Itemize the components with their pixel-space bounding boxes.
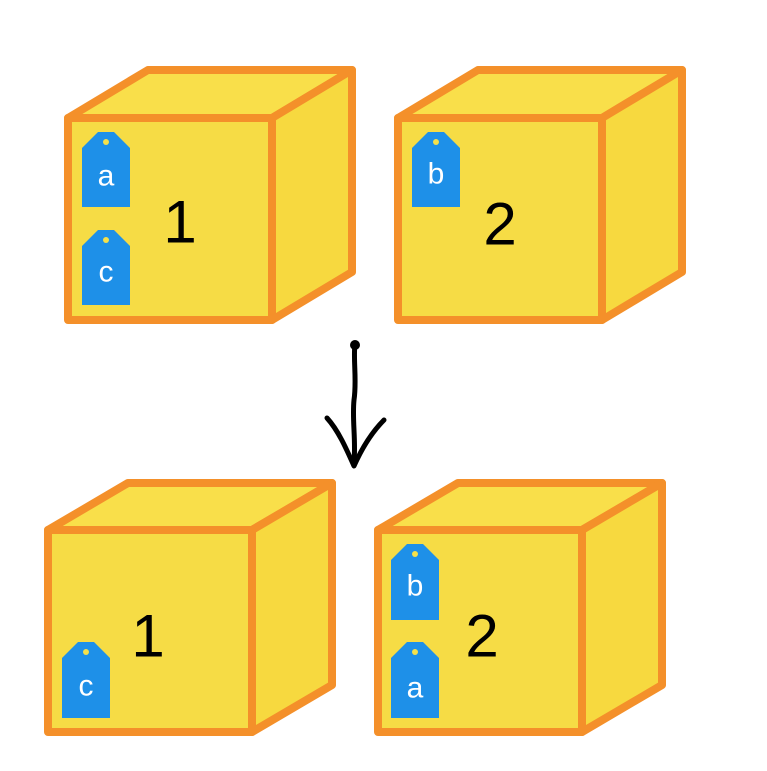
tag-after-2-a: a	[391, 642, 439, 718]
tag-shape	[82, 230, 130, 305]
box-number: 1	[163, 189, 196, 256]
box-after-1: 1 c	[44, 479, 336, 736]
box-before-1: 1 a c	[64, 66, 356, 324]
tag-label: a	[407, 672, 424, 705]
tag-label: b	[428, 158, 445, 191]
box-after-2: 2 b a	[374, 479, 666, 736]
tag-label: c	[79, 670, 94, 703]
tag-label: a	[98, 160, 115, 193]
box-number: 2	[483, 191, 516, 258]
tag-shape	[391, 642, 439, 718]
arrow-tail-dot	[350, 340, 360, 350]
tag-hole	[103, 139, 109, 145]
tag-hole	[412, 551, 418, 557]
tag-before-2-b: b	[412, 132, 460, 207]
box-side-face	[248, 479, 336, 736]
box-side-face	[268, 66, 356, 324]
box-side-face	[598, 66, 686, 324]
tag-before-1-a: a	[82, 132, 130, 207]
down-arrow-icon	[324, 340, 387, 469]
box-side-face	[578, 479, 666, 736]
box-number: 1	[131, 603, 164, 670]
tag-label: c	[99, 256, 114, 289]
arrow-head	[324, 415, 387, 469]
arrow-shaft	[350, 340, 358, 465]
box-number: 2	[465, 603, 498, 670]
box-before-2: 2 b	[394, 66, 686, 324]
tag-hole	[433, 139, 439, 145]
tag-hole	[103, 237, 109, 243]
tag-shape	[62, 642, 110, 718]
tag-shape	[82, 132, 130, 207]
tag-label: b	[407, 570, 424, 603]
tag-after-1-c: c	[62, 642, 110, 718]
tag-before-1-c: c	[82, 230, 130, 305]
tag-shape	[412, 132, 460, 207]
tag-hole	[83, 649, 89, 655]
tag-after-2-b: b	[391, 544, 439, 620]
tag-shape	[391, 544, 439, 620]
tag-hole	[412, 649, 418, 655]
